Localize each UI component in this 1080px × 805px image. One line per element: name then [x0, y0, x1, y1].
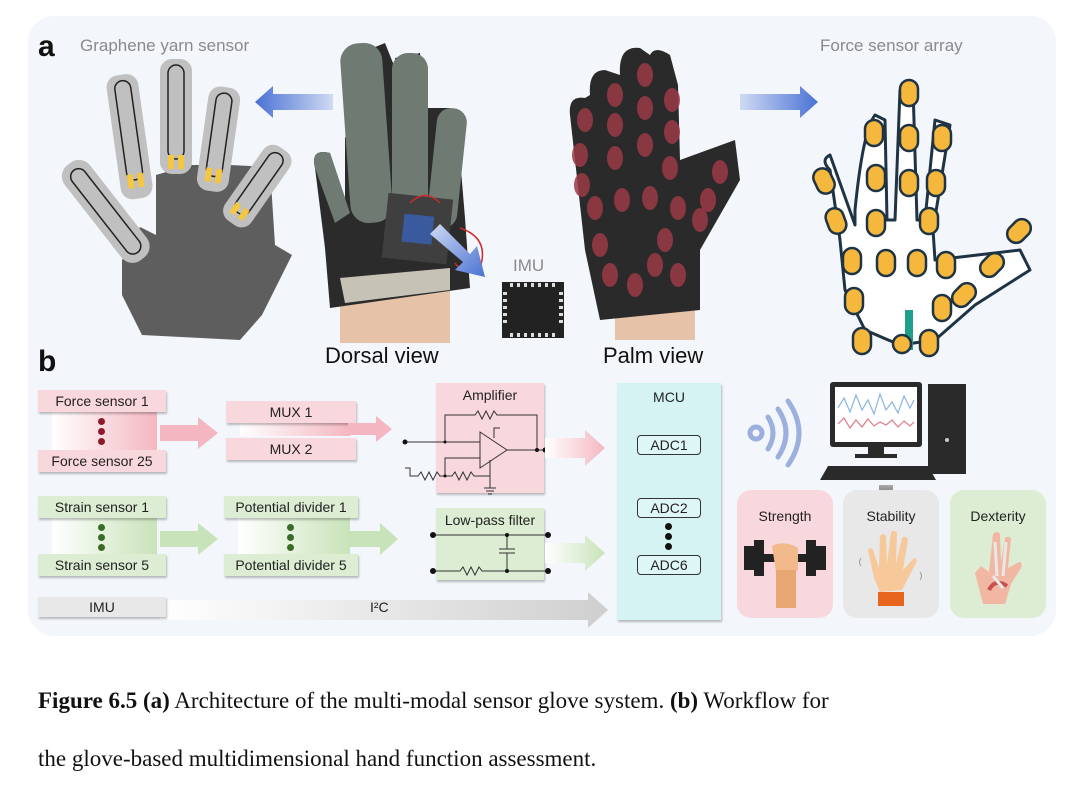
imu-chip-icon: [502, 282, 564, 338]
lowpass-circuit-icon: [430, 532, 551, 577]
force-sensor-pads: [812, 78, 1033, 358]
arrow-right-icon: [740, 86, 818, 118]
mux-2-box: MUX 2: [226, 438, 356, 460]
imu-chip-on-board: [401, 213, 435, 245]
ellipsis-dot: [665, 533, 672, 540]
mux-1-box: MUX 1: [226, 401, 356, 423]
ellipsis-dot: [665, 543, 672, 550]
ellipsis-dot: [665, 523, 672, 530]
finger-sensor-thumb: [61, 159, 150, 263]
ellipsis-dot: [287, 544, 294, 551]
palm-sensor-dots: [572, 63, 728, 297]
finger-sensor-middle: [160, 59, 192, 174]
keyboard: [820, 466, 936, 480]
caption-text-b-line1: Workflow for: [698, 688, 829, 713]
palm-view-label: Palm view: [603, 343, 704, 368]
arrow-amp-to-mcu-icon: [545, 430, 605, 466]
dorsal-view-label: Dorsal view: [325, 343, 439, 368]
adc1-box: ADC1: [637, 435, 701, 455]
imu-chip-label: IMU: [513, 256, 545, 275]
amplifier-circuit-icon: [402, 409, 548, 495]
amplifier-title: Amplifier: [462, 387, 518, 403]
finger-sensor-ring: [196, 86, 241, 192]
graphene-yarn-title: Graphene yarn sensor: [80, 36, 250, 55]
divider-gradient-band: [238, 518, 350, 558]
strain-sensor-first-box: Strain sensor 1: [38, 496, 166, 518]
ellipsis-dot: [287, 524, 294, 531]
force-sensor-first-box: Force sensor 1: [38, 390, 166, 412]
arrow-left-icon: [255, 86, 333, 118]
figure-label: Figure 6.5: [38, 688, 138, 713]
connector-trace: [905, 310, 913, 350]
palm-glove-photo: [569, 47, 740, 340]
outcome-dexterity-card: Dexterity: [950, 490, 1046, 618]
ellipsis-dot: [98, 534, 105, 541]
adc2-box: ADC2: [637, 498, 701, 518]
caption-part-a: (a): [142, 688, 170, 713]
outcome-stability-label: Stability: [866, 508, 916, 524]
arrow-strain-to-divider-icon: [160, 523, 218, 555]
panel-a-letter: a: [38, 30, 55, 63]
arrow-force-to-mux-icon: [160, 417, 218, 449]
potential-divider-last-box: Potential divider 5: [224, 554, 358, 576]
tower: [928, 384, 966, 474]
finger-sensor-little: [223, 144, 292, 228]
mux-gradient-band: [240, 420, 350, 436]
caption-part-b: (b): [669, 688, 699, 713]
graphene-hand-schematic: [61, 59, 292, 340]
trembling-hand-icon: [859, 530, 922, 606]
adc6-box: ADC6: [637, 555, 701, 575]
panel-b-letter: b: [38, 345, 57, 378]
ribbon-cable: [340, 268, 450, 303]
strain-sensor-last-box: Strain sensor 5: [38, 554, 166, 576]
i2c-bus-arrow-icon: [160, 592, 608, 628]
force-sensor-array-schematic: [812, 78, 1033, 358]
force-array-title: Force sensor array: [820, 36, 963, 55]
i2c-label: I²C: [370, 599, 389, 615]
ellipsis-dot: [287, 534, 294, 541]
outcome-strength-label: Strength: [758, 508, 812, 524]
ellipsis-dot: [98, 524, 105, 531]
mcu-block: MCU ADC1 ADC2 ADC6: [617, 383, 721, 620]
outcome-stability-card: Stability: [843, 490, 939, 618]
ellipsis-dot: [98, 438, 105, 445]
figure-caption-line-1: Figure 6.5 (a) Architecture of the multi…: [38, 688, 829, 714]
ellipsis-dot: [98, 544, 105, 551]
hand-anatomy-icon: [975, 532, 1022, 604]
mcu-title: MCU: [653, 389, 685, 405]
potential-divider-first-box: Potential divider 1: [224, 496, 358, 518]
ellipsis-dot: [98, 418, 105, 425]
arrow-divider-to-filter-icon: [350, 523, 398, 555]
arrow-filter-to-mcu-icon: [545, 535, 605, 571]
dumbbell-hand-icon: [744, 540, 826, 608]
force-sensor-last-box: Force sensor 25: [38, 450, 166, 472]
dorsal-glove-photo: [314, 42, 484, 343]
imu-box: IMU: [38, 597, 166, 617]
outcome-dexterity-label: Dexterity: [970, 508, 1026, 524]
arrow-to-imu-icon: [430, 224, 485, 277]
computer-icon: [820, 382, 966, 480]
finger-sensor-index: [106, 74, 153, 200]
figure-caption-line-2: the glove-based multidimensional hand fu…: [38, 746, 597, 771]
ellipsis-dot: [98, 428, 105, 435]
outcome-strength-card: Strength: [737, 490, 833, 618]
arrow-mux-to-amp-icon: [348, 416, 392, 442]
caption-text-a: Architecture of the multi-modal sensor g…: [169, 688, 670, 713]
lowpass-filter-title: Low-pass filter: [444, 512, 536, 528]
wireless-signal-icon: [747, 398, 802, 468]
lowpass-filter-block: Low-pass filter: [436, 508, 544, 580]
